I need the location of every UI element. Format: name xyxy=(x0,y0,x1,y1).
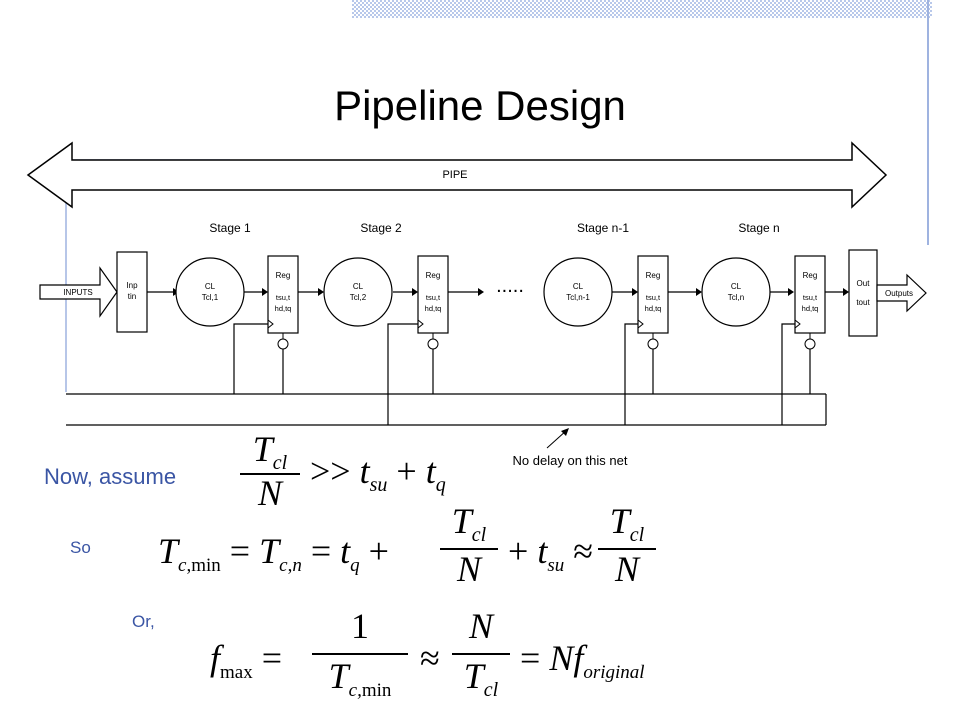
stage-label-n-1: Stage n-1 xyxy=(577,221,629,235)
svg-text:Outputs: Outputs xyxy=(885,289,913,298)
input-block-line1: Inp xyxy=(126,281,138,290)
or-label: Or, xyxy=(132,612,155,631)
input-block-line2: tin xyxy=(128,292,136,301)
reg-block-n-1: Reg tsu,t hd,tq xyxy=(637,255,669,350)
svg-text:CL: CL xyxy=(731,282,742,291)
stage-label-1: Stage 1 xyxy=(209,221,251,235)
svg-text:Tcl,n: Tcl,n xyxy=(728,293,744,302)
input-arrow-label: INPUTS xyxy=(63,288,92,297)
ellipsis-dots: ..... xyxy=(496,275,524,297)
cl-block-n-1 xyxy=(543,257,613,327)
cl-block-1 xyxy=(175,257,245,327)
svg-text:hd,tq: hd,tq xyxy=(645,304,662,313)
svg-text:Reg: Reg xyxy=(426,271,441,280)
reg-block-2: Reg tsu,t hd,tq xyxy=(417,255,449,350)
input-arrow xyxy=(39,266,118,318)
svg-text:hd,tq: hd,tq xyxy=(425,304,442,313)
equation-assume: Tcl N >> tsu + tq xyxy=(238,428,458,523)
net-note: No delay on this net xyxy=(513,453,628,468)
svg-text:hd,tq: hd,tq xyxy=(275,304,292,313)
svg-text:Reg: Reg xyxy=(646,271,661,280)
stage-label-2: Stage 2 xyxy=(360,221,402,235)
equation-period: Tc,min = Tc,n = tq + Tcl N + tsu ≈ Tcl N xyxy=(158,500,658,605)
svg-text:Reg: Reg xyxy=(803,271,818,280)
output-block xyxy=(848,249,878,337)
svg-text:CL: CL xyxy=(353,282,364,291)
now-assume-label: Now, assume xyxy=(44,464,177,489)
svg-text:tsu,t: tsu,t xyxy=(276,293,291,302)
reg-block-n: Reg tsu,t hd,tq xyxy=(794,255,826,350)
svg-text:hd,tq: hd,tq xyxy=(802,304,819,313)
clock-net xyxy=(66,323,827,426)
reg-block-1: Reg tsu,t hd,tq xyxy=(267,255,299,350)
svg-text:Tcl,2: Tcl,2 xyxy=(350,293,367,302)
svg-text:CL: CL xyxy=(205,282,216,291)
svg-text:Tcl,n-1: Tcl,n-1 xyxy=(566,293,590,302)
svg-text:tout: tout xyxy=(856,298,870,307)
stage-label-n: Stage n xyxy=(738,221,779,235)
cl-block-2 xyxy=(323,257,393,327)
page-title: Pipeline Design xyxy=(334,82,626,129)
svg-text:tsu,t: tsu,t xyxy=(426,293,441,302)
pipe-arrow xyxy=(26,141,888,209)
pipeline-diagram: PIPE Stage 1 Stage 2 Stage n-1 Stage n I… xyxy=(26,141,927,468)
cl-block-n xyxy=(701,257,771,327)
svg-text:tsu,t: tsu,t xyxy=(803,293,818,302)
equation-frequency: fmax = 1 Tc,min ≈ N Tcl = Nforiginal xyxy=(210,606,645,702)
svg-text:CL: CL xyxy=(573,282,584,291)
svg-text:Reg: Reg xyxy=(276,271,291,280)
svg-text:Out: Out xyxy=(857,279,871,288)
svg-text:tsu,t: tsu,t xyxy=(646,293,661,302)
output-arrow xyxy=(876,273,927,313)
so-label: So xyxy=(70,538,91,557)
svg-text:Tcl,1: Tcl,1 xyxy=(202,293,219,302)
pipe-label: PIPE xyxy=(442,169,467,181)
